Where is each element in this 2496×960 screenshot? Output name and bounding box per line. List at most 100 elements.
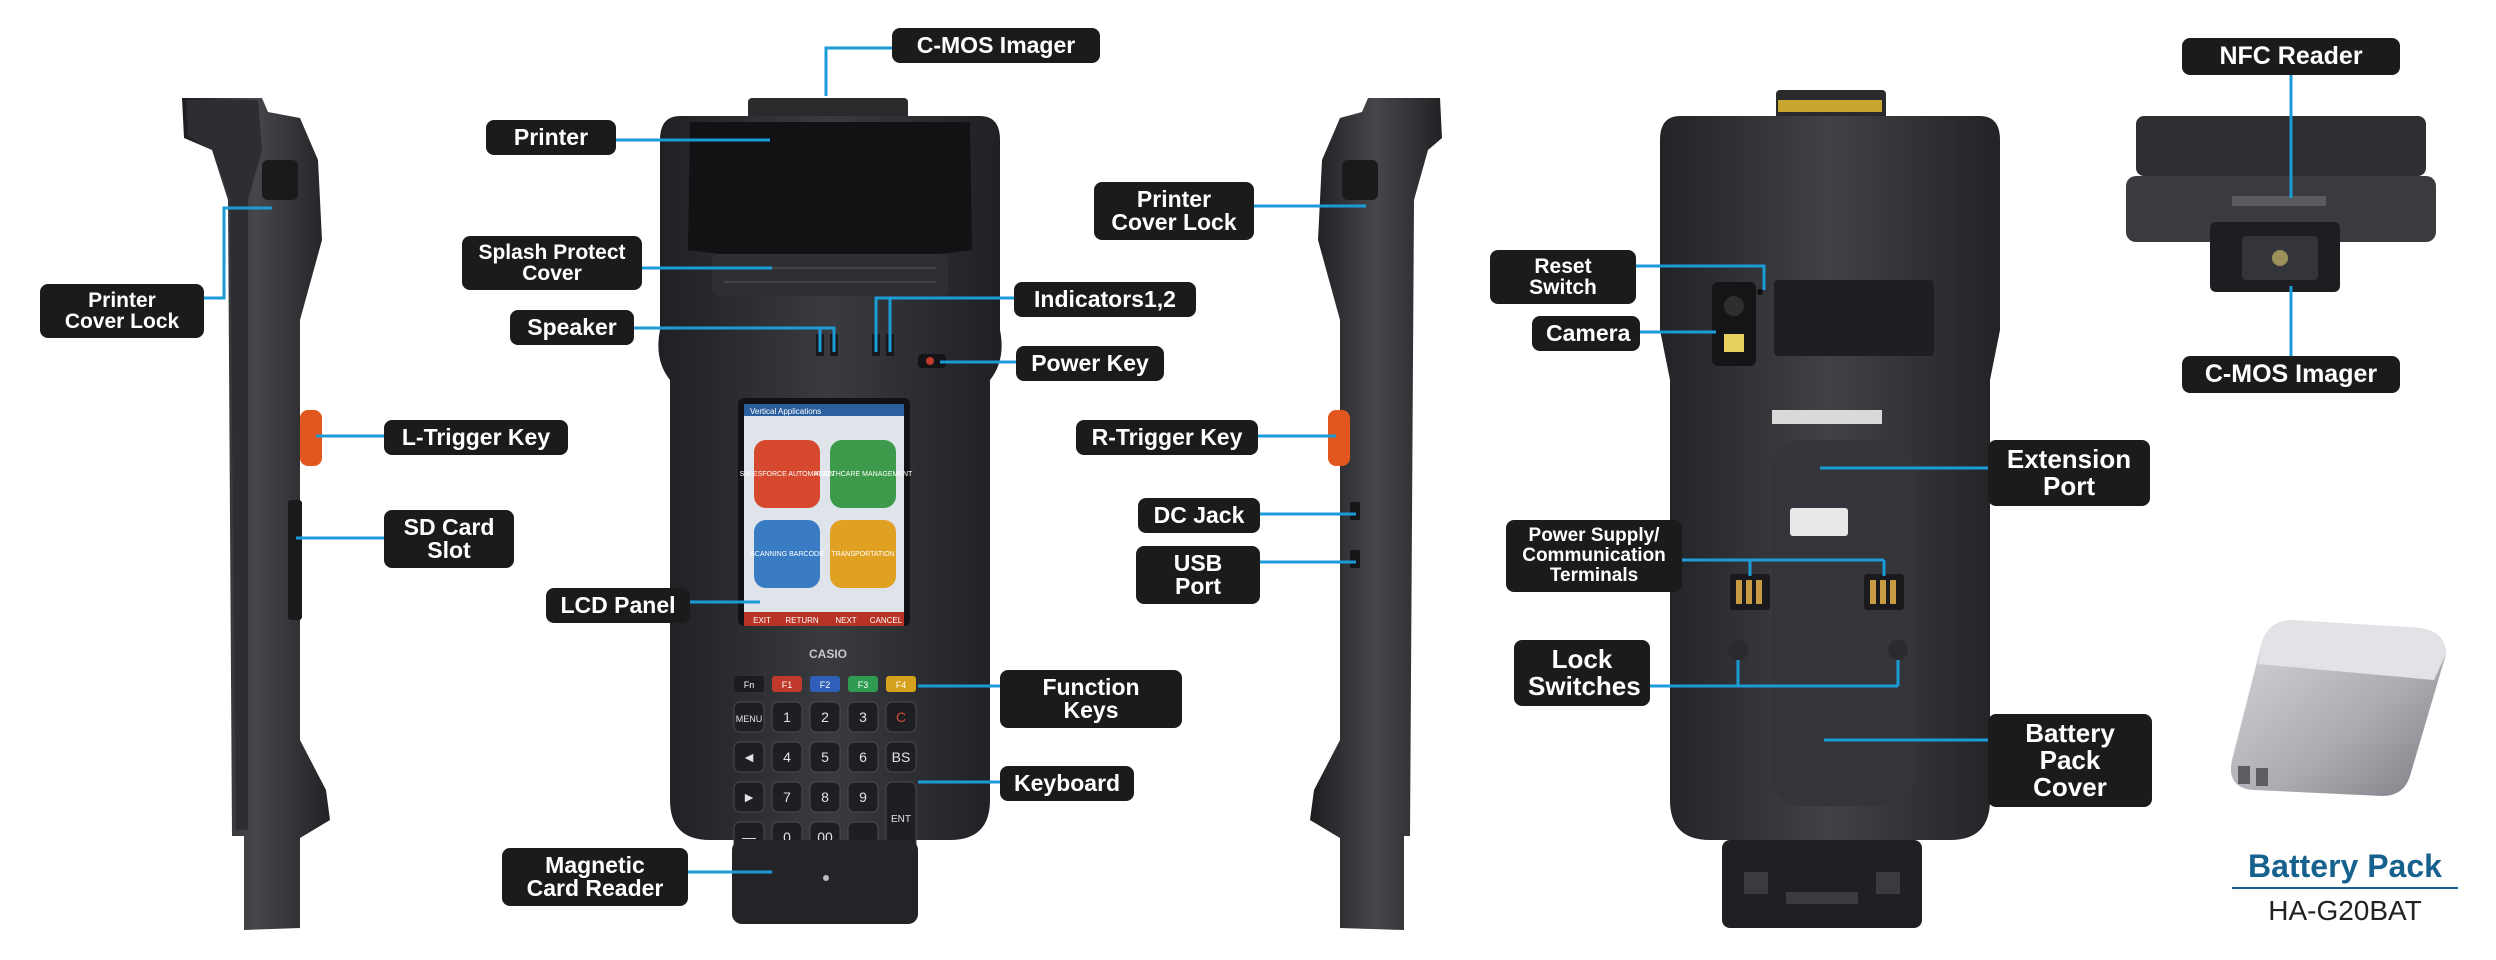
key-label-1-4: BS <box>892 749 911 765</box>
lock-switch-left <box>1728 640 1748 660</box>
label-power-key: Power Key <box>1016 346 1164 381</box>
lock-switch-right <box>1888 640 1908 660</box>
label-cmos-imager-bottom: C-MOS Imager <box>2182 356 2400 393</box>
battery-pack-model: HA-G20BAT <box>2268 895 2422 926</box>
label-keyboard: Keyboard <box>1000 766 1134 801</box>
usb-port <box>1350 550 1360 568</box>
softkey-cancel[interactable]: CANCEL <box>870 616 903 625</box>
dc-jack <box>1350 502 1360 520</box>
key-1-4[interactable] <box>885 741 917 773</box>
key-label-0-1: 1 <box>783 709 791 725</box>
key-label-0-0: MENU <box>736 714 763 724</box>
key-2-2[interactable] <box>809 781 841 813</box>
function-key-4[interactable] <box>886 676 916 692</box>
key-label-1-1: 4 <box>783 749 791 765</box>
function-key-2[interactable] <box>810 676 840 692</box>
key-label-3-3: . <box>861 829 865 845</box>
front-view: Vertical Applications SALESFORCE AUTOMAT… <box>658 98 1002 924</box>
key-label-3-1: 0 <box>783 829 791 845</box>
key-1-3[interactable] <box>847 741 879 773</box>
sd-card-slot <box>288 500 302 620</box>
printer-opening <box>688 122 972 260</box>
battery-pack-title: Battery Pack <box>2248 848 2442 884</box>
function-key-label-1: F1 <box>782 680 793 690</box>
key-label-2-1: 7 <box>783 789 791 805</box>
leader-lines <box>204 46 2293 874</box>
softkey-exit[interactable]: EXIT <box>753 616 771 625</box>
key-label-2-0: ► <box>742 789 756 805</box>
label-splash-protect-cover: Splash Protect Cover <box>462 236 642 290</box>
label-reset-switch: Reset Switch <box>1490 250 1636 304</box>
label-cmos-imager-top: C-MOS Imager <box>892 28 1100 63</box>
key-1-0[interactable] <box>733 741 765 773</box>
function-key-label-3: F3 <box>858 680 869 690</box>
label-lock-switches: Lock Switches <box>1514 640 1650 706</box>
label-dc-jack: DC Jack <box>1138 498 1260 533</box>
app-tile-4[interactable] <box>830 520 896 588</box>
label-printer: Printer <box>486 120 616 155</box>
key-label-2-3: 9 <box>859 789 867 805</box>
key-label-0-4: C <box>896 709 906 725</box>
key-2-1[interactable] <box>771 781 803 813</box>
key-label-1-3: 6 <box>859 749 867 765</box>
label-printer-cover-lock-right: Printer Cover Lock <box>1094 182 1254 240</box>
function-key-label-2: F2 <box>820 680 831 690</box>
app-tile-1[interactable] <box>754 440 820 508</box>
label-extension-port: Extension Port <box>1988 440 2150 506</box>
label-speaker: Speaker <box>510 310 634 345</box>
key-2-0[interactable] <box>733 781 765 813</box>
label-usb-port: USB Port <box>1136 546 1260 604</box>
softkey-next[interactable]: NEXT <box>835 616 856 625</box>
key-0-3[interactable] <box>847 701 879 733</box>
key-label-1-2: 5 <box>821 749 829 765</box>
battery-pack-cover <box>1772 440 1914 806</box>
r-trigger-key <box>1328 410 1350 466</box>
key-label-2-2: 8 <box>821 789 829 805</box>
printer-cover-lock-left <box>262 160 298 200</box>
label-magnetic-card-reader: Magnetic Card Reader <box>502 848 688 906</box>
key-1-2[interactable] <box>809 741 841 773</box>
label-function-keys: Function Keys <box>1000 670 1182 728</box>
app-tile-4-label: TRANSPORTATION <box>831 551 894 558</box>
leader-line-12 <box>204 206 272 300</box>
back-view <box>1660 90 2000 928</box>
key-label-0-2: 2 <box>821 709 829 725</box>
screen-title: Vertical Applications <box>750 407 821 416</box>
printer-cover-lock-right <box>1342 160 1378 200</box>
key-0-2[interactable] <box>809 701 841 733</box>
key-0-1[interactable] <box>771 701 803 733</box>
magnetic-card-reader <box>732 840 918 924</box>
right-side-view <box>1310 98 1442 930</box>
function-key-3[interactable] <box>848 676 878 692</box>
app-tile-3[interactable] <box>754 520 820 588</box>
label-printer-cover-lock-left: Printer Cover Lock <box>40 284 204 338</box>
splash-protect-cover <box>712 254 948 296</box>
app-tile-2[interactable] <box>830 440 896 508</box>
key-0-0[interactable] <box>733 701 765 733</box>
function-key-0[interactable] <box>734 676 764 692</box>
key-label-1-0: ◄ <box>742 749 756 765</box>
app-tile-3-label: SCANNING BARCODE <box>750 551 824 558</box>
top-detail-view <box>2126 116 2436 292</box>
battery-pack-image <box>2230 620 2446 796</box>
key-1-1[interactable] <box>771 741 803 773</box>
reset-switch <box>1757 289 1763 295</box>
key-2-3[interactable] <box>847 781 879 813</box>
app-tile-1-label: SALESFORCE AUTOMATION <box>740 471 835 478</box>
label-r-trigger-key: R-Trigger Key <box>1076 420 1258 455</box>
camera-module <box>1712 282 1756 366</box>
nfc-reader <box>2232 196 2326 206</box>
leader-line-19 <box>1636 264 1766 290</box>
label-nfc-reader: NFC Reader <box>2182 38 2400 75</box>
label-indicators: Indicators1,2 <box>1014 282 1196 317</box>
leader-line-4 <box>634 326 836 352</box>
function-key-1[interactable] <box>772 676 802 692</box>
l-trigger-key <box>300 410 322 466</box>
leader-line-6 <box>888 296 1014 352</box>
softkey-return[interactable]: RETURN <box>785 616 819 625</box>
function-key-label-0: Fn <box>744 680 755 690</box>
key-0-4[interactable] <box>885 701 917 733</box>
label-battery-pack-cover: Battery Pack Cover <box>1988 714 2152 807</box>
